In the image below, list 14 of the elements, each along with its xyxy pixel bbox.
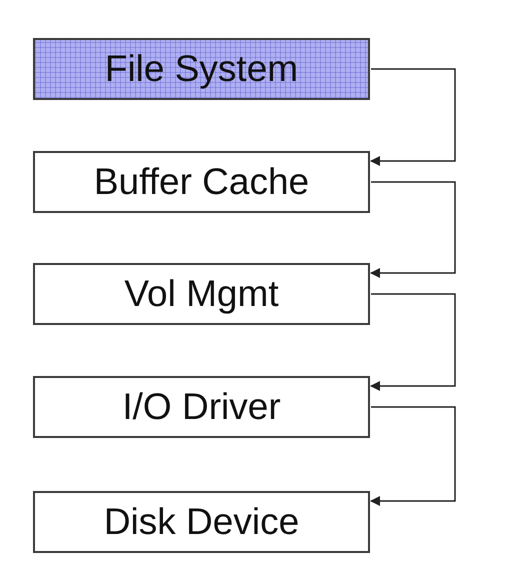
- arrow: [370, 68, 456, 166]
- layer-box: [33, 263, 370, 325]
- arrow: [370, 181, 456, 278]
- box-label: Vol Mgmt: [124, 273, 279, 315]
- box-label: Disk Device: [104, 501, 300, 543]
- layer-box: [33, 151, 370, 213]
- box-label: I/O Driver: [122, 386, 281, 428]
- arrow: [370, 406, 456, 506]
- highlighted-box: [33, 38, 370, 100]
- layer-box: [33, 376, 370, 438]
- arrow: [370, 293, 456, 391]
- box-label: Buffer Cache: [94, 161, 310, 203]
- layer-box: [33, 491, 370, 553]
- box-label: File System: [104, 48, 298, 90]
